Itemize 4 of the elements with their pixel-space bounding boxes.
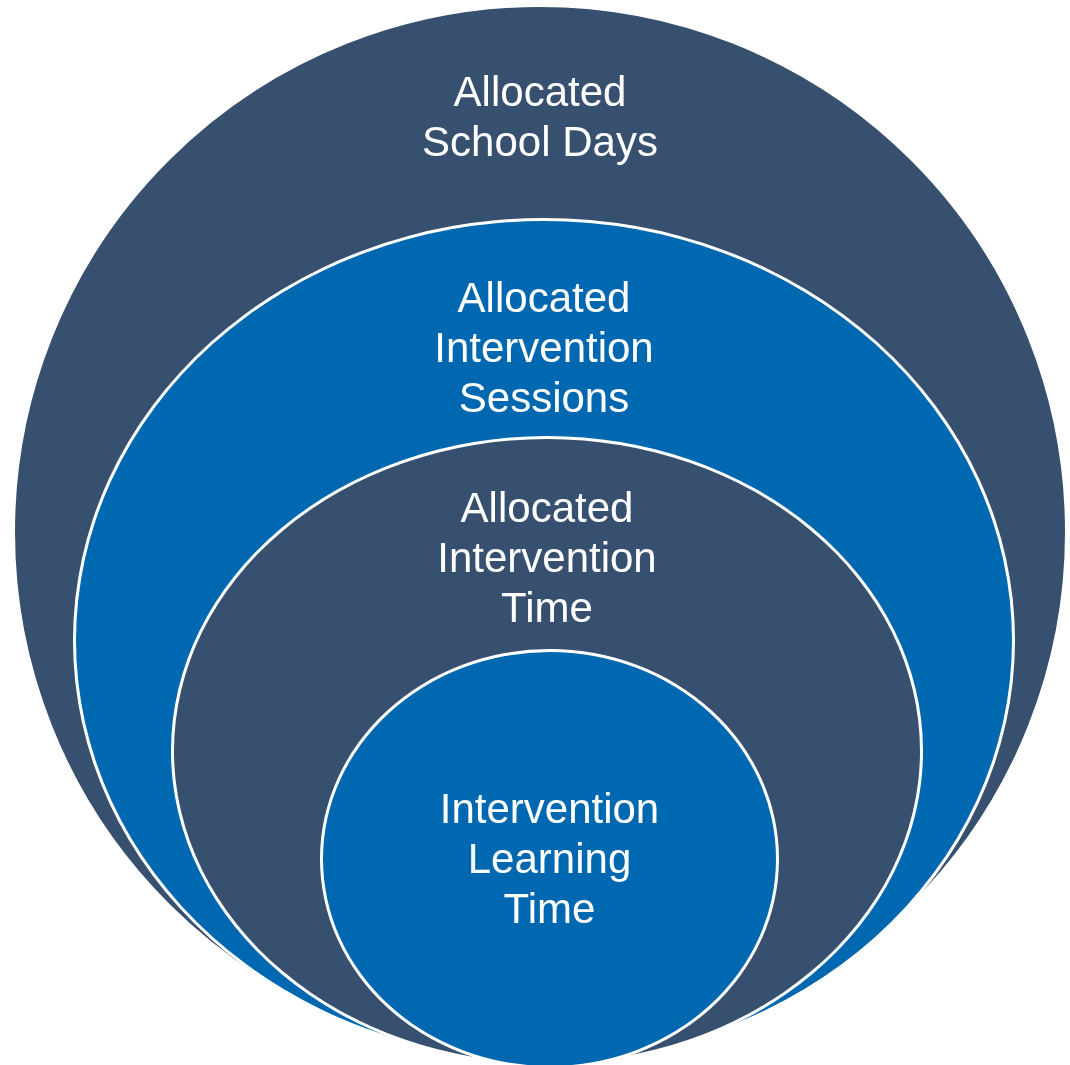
circle-label: Allocated Intervention Time xyxy=(436,483,658,633)
circle-label: Intervention Learning Time xyxy=(438,784,661,934)
circle-label: Allocated Intervention Sessions xyxy=(433,273,655,423)
circle-label: Allocated School Days xyxy=(421,67,659,167)
